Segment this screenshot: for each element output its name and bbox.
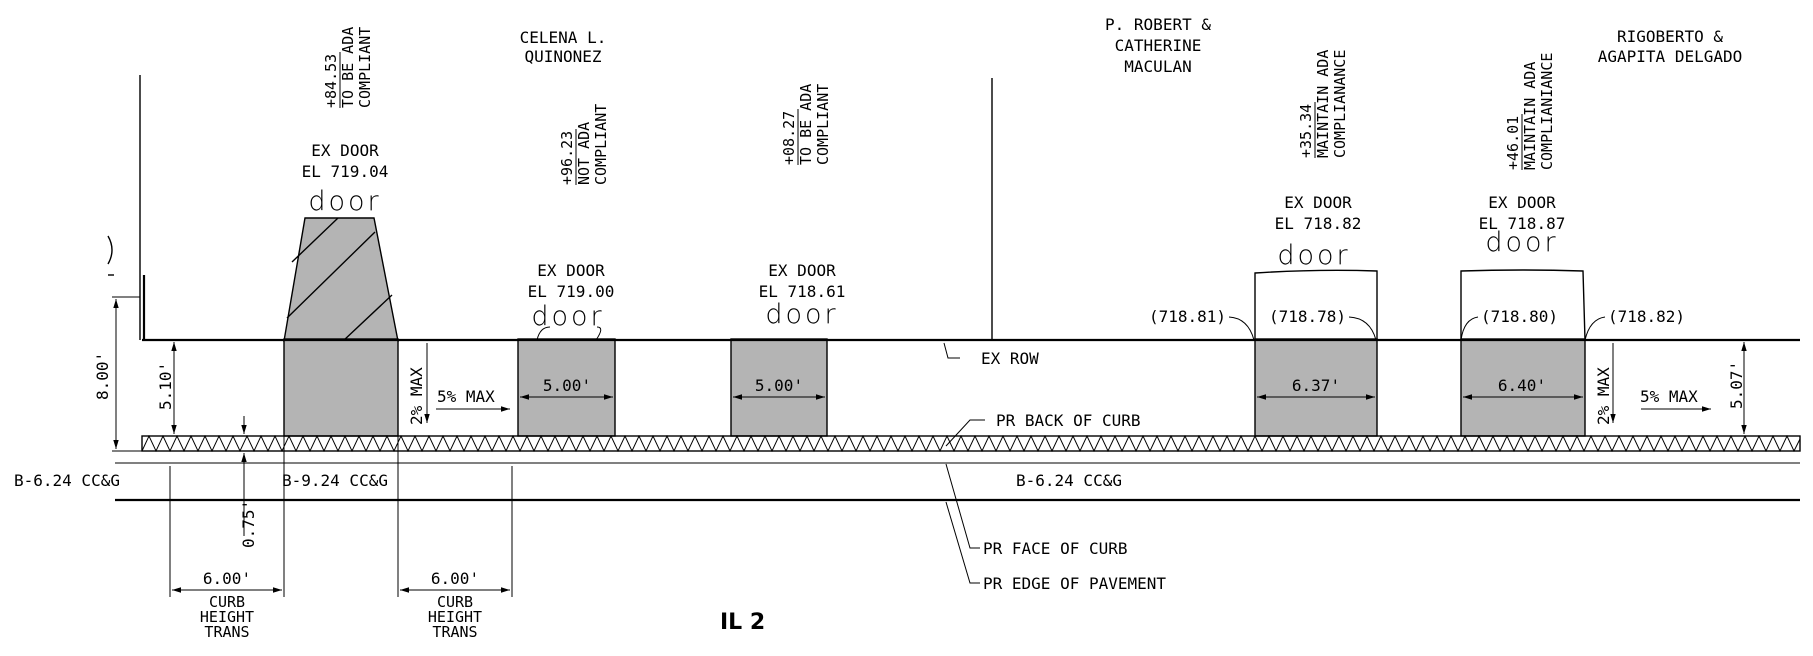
svg-text:NOT ADA: NOT ADA — [575, 122, 593, 185]
svg-text:+96.23: +96.23 — [558, 131, 576, 185]
curb-type-label: B-6.24 CC&G — [14, 471, 120, 490]
ground-elevation: (718.82) — [1608, 307, 1685, 326]
dimension-text: 6.00' — [431, 569, 479, 588]
owner-name: RIGOBERTO & — [1617, 27, 1723, 46]
dimension-text: 5% MAX — [437, 387, 495, 406]
svg-text:MAINTAIN ADA: MAINTAIN ADA — [1314, 50, 1332, 158]
curb-trans-dim-1 — [169, 436, 285, 597]
sidewalk-ramp-1 — [283, 338, 399, 437]
door-label: EX DOOR — [1284, 193, 1352, 212]
door-elevation: EL 718.87 — [1479, 214, 1566, 233]
dimension-text: 2% MAX — [407, 367, 426, 425]
owner-name: AGAPITA DELGADO — [1598, 47, 1743, 66]
owner-name: MACULAN — [1124, 57, 1191, 76]
landing-pad-2 — [517, 338, 616, 437]
door-outline-4 — [1254, 269, 1378, 340]
svg-text:TO BE ADA: TO BE ADA — [339, 27, 357, 108]
svg-text:+08.27: +08.27 — [780, 111, 798, 165]
dimension-text: 8.00' — [93, 352, 112, 400]
leader-face-of-curb — [945, 463, 980, 549]
curb-trans-label: CURB — [209, 593, 245, 611]
left-building-edge — [107, 235, 113, 265]
curb-trans-label: HEIGHT — [428, 608, 482, 626]
ground-elevation: (718.81) — [1149, 307, 1226, 326]
curb-type-label: B-9.24 CC&G — [282, 471, 388, 490]
door-handwritten: door — [1485, 227, 1558, 258]
dimension-8ft — [112, 296, 142, 452]
station-4: +35.34 MAINTAIN ADA COMPLIANANCE — [1297, 50, 1349, 158]
svg-text:+84.53: +84.53 — [322, 54, 340, 108]
door-ramp-1 — [283, 217, 399, 342]
door-handwritten: door — [308, 186, 381, 217]
dimension-text: 5.07' — [1727, 361, 1746, 409]
svg-text:+46.01: +46.01 — [1504, 116, 1522, 170]
door-elevation: EL 719.00 — [528, 282, 615, 301]
dimension-text: 6.00' — [203, 569, 251, 588]
curb-trans-label: TRANS — [432, 623, 477, 641]
owner-name: CELENA L. — [520, 28, 607, 47]
owner-name: CATHERINE — [1115, 36, 1202, 55]
landing-pad-4 — [1254, 338, 1378, 437]
dimension-text: 5.10' — [156, 362, 175, 410]
station-2: +96.23 NOT ADA COMPLIANT — [558, 104, 610, 185]
dimension-text: 0.75' — [239, 500, 258, 548]
owner-name: P. ROBERT & — [1105, 15, 1211, 34]
door-label: EX DOOR — [311, 141, 379, 160]
dimension-text: 5% MAX — [1640, 387, 1698, 406]
svg-text:MAINTAIN ADA: MAINTAIN ADA — [1521, 62, 1539, 170]
curb-type-label: B-6.24 CC&G — [1016, 471, 1122, 490]
ex-row-label: EX ROW — [981, 349, 1039, 368]
svg-text:COMPLIANT: COMPLIANT — [356, 27, 374, 108]
door-handwritten: door — [765, 299, 838, 330]
door-elevation: EL 719.04 — [302, 162, 389, 181]
ground-elevation: (718.78) — [1269, 307, 1346, 326]
back-of-curb-label: PR BACK OF CURB — [996, 411, 1141, 430]
leader-back-of-curb — [945, 419, 985, 447]
door-handwritten: door — [531, 301, 604, 332]
svg-text:COMPLIANANCE: COMPLIANANCE — [1331, 50, 1349, 158]
station-1: +84.53 TO BE ADA COMPLIANT — [322, 27, 374, 108]
curb-trans-label: CURB — [437, 593, 473, 611]
leader-ex-row — [943, 342, 960, 359]
edge-of-pavement-label: PR EDGE OF PAVEMENT — [983, 574, 1166, 593]
ground-elevation: (718.80) — [1481, 307, 1558, 326]
svg-text:COMPLIANT: COMPLIANT — [592, 104, 610, 185]
door-label: EX DOOR — [1488, 193, 1556, 212]
owner-name: QUINONEZ — [524, 47, 601, 66]
door-handwritten: door — [1277, 240, 1350, 271]
door-outline-5 — [1460, 269, 1586, 341]
svg-text:COMPLIANIANCE: COMPLIANIANCE — [1538, 53, 1556, 170]
curb-trans-label: HEIGHT — [200, 608, 254, 626]
svg-text:COMPLIANT: COMPLIANT — [814, 84, 832, 165]
dimension-text: 2% MAX — [1594, 367, 1613, 425]
landing-width: 5.00' — [755, 376, 803, 395]
landing-width: 5.00' — [543, 376, 591, 395]
curb-trans-label: TRANS — [204, 623, 249, 641]
landing-width: 6.40' — [1498, 376, 1546, 395]
face-of-curb-label: PR FACE OF CURB — [983, 539, 1128, 558]
ramp-hatch — [286, 217, 393, 342]
door-elevation: EL 718.82 — [1275, 214, 1362, 233]
station-5: +46.01 MAINTAIN ADA COMPLIANIANCE — [1504, 53, 1556, 170]
leader-edge-of-pavement — [945, 501, 980, 584]
door-label: EX DOOR — [768, 261, 836, 280]
drawing-title: IL 2 — [720, 610, 765, 635]
door-label: EX DOOR — [537, 261, 605, 280]
landing-width: 6.37' — [1292, 376, 1340, 395]
pr-back-of-curb-band — [141, 434, 1801, 453]
door-elevation: EL 718.61 — [759, 282, 846, 301]
curb-trans-dim-2 — [397, 436, 513, 597]
station-3: +08.27 TO BE ADA COMPLIANT — [780, 84, 832, 165]
svg-text:TO BE ADA: TO BE ADA — [797, 84, 815, 165]
svg-text:+35.34: +35.34 — [1297, 104, 1315, 158]
